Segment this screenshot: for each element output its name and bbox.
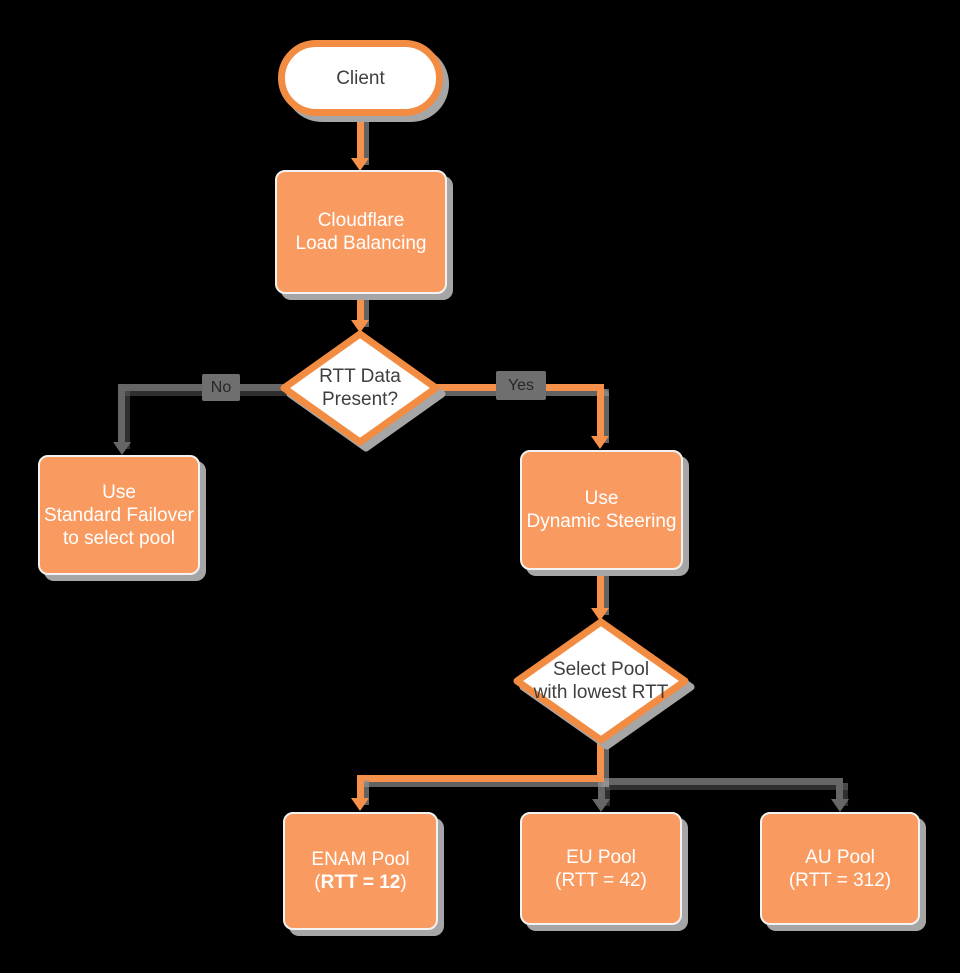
dynamic-steering-line2: Dynamic Steering — [526, 511, 677, 532]
eu-pool-node: EU Pool (RTT = 42) — [520, 812, 682, 925]
dynamic-steering-line1: Use — [584, 488, 619, 509]
yes-label-text: Yes — [507, 376, 535, 394]
client-node: Client — [278, 40, 443, 116]
enam-pool-rtt: (RTT = 12) — [314, 871, 406, 894]
edge-client-to-lb — [357, 112, 364, 160]
standard-failover-line1: Use — [102, 481, 136, 503]
arrowhead-no-icon — [113, 442, 131, 455]
select-pool-text: Select Pool with lowest RTT — [509, 614, 693, 748]
edge-yes-vertical — [597, 384, 604, 438]
au-pool-node: AU Pool (RTT = 312) — [760, 812, 920, 925]
load-balancing-node: Cloudflare Load Balancing — [275, 170, 447, 294]
select-pool-diamond: Select Pool with lowest RTT — [509, 614, 693, 748]
rtt-decision-line1: RTT Data — [319, 366, 401, 387]
edge-eu-vertical — [598, 779, 605, 801]
no-edge-label: No — [202, 374, 240, 401]
load-balancing-line1: Cloudflare — [317, 210, 405, 231]
yes-edge-label: Yes — [496, 371, 546, 400]
select-pool-line1: Select Pool — [552, 659, 650, 680]
arrowhead-eu-icon — [592, 799, 610, 812]
edge-au-horizontal — [601, 778, 843, 785]
standard-failover-node: Use Standard Failover to select pool — [38, 455, 200, 575]
edge-lb-to-decision — [357, 292, 364, 322]
edge-au-vertical — [836, 778, 843, 801]
eu-pool-line2: (RTT = 42) — [555, 869, 647, 891]
edge-no-vertical — [118, 384, 125, 444]
enam-rtt-prefix: ( — [314, 872, 321, 893]
au-pool-line1: AU Pool — [805, 846, 875, 868]
load-balancing-line2: Load Balancing — [295, 233, 427, 254]
client-label: Client — [336, 67, 385, 89]
arrowhead-enam-icon — [351, 798, 369, 811]
dynamic-steering-node: Use Dynamic Steering — [520, 450, 683, 570]
au-pool-line2: (RTT = 312) — [788, 869, 892, 891]
no-label-text: No — [210, 378, 232, 396]
standard-failover-line3: to select pool — [63, 527, 175, 549]
enam-rtt-value: RTT = 12 — [320, 872, 401, 893]
select-pool-line2: with lowest RTT — [533, 682, 669, 703]
rtt-decision-diamond: RTT Data Present? — [276, 326, 444, 450]
diamond-shape-icon — [280, 330, 440, 446]
rtt-decision-text: RTT Data Present? — [276, 326, 444, 450]
rtt-decision-line2: Present? — [321, 389, 399, 410]
arrowhead-au-icon — [831, 799, 849, 812]
arrowhead-steering-select-icon — [591, 608, 609, 621]
edge-enam-vertical — [357, 775, 364, 800]
standard-failover-line2: Standard Failover — [44, 504, 194, 526]
arrowhead-lb-decision-icon — [351, 320, 369, 333]
enam-pool-node: ENAM Pool (RTT = 12) — [283, 812, 438, 930]
edge-enam-horizontal — [357, 775, 604, 782]
enam-rtt-suffix: ) — [400, 872, 407, 893]
edge-select-down — [597, 740, 604, 782]
arrowhead-yes-icon — [591, 436, 609, 449]
arrowhead-client-lb-icon — [351, 158, 369, 171]
diamond-shape-icon — [513, 618, 689, 744]
edge-steering-to-select — [597, 568, 604, 610]
eu-pool-line1: EU Pool — [566, 846, 636, 868]
enam-pool-title: ENAM Pool — [311, 849, 410, 870]
